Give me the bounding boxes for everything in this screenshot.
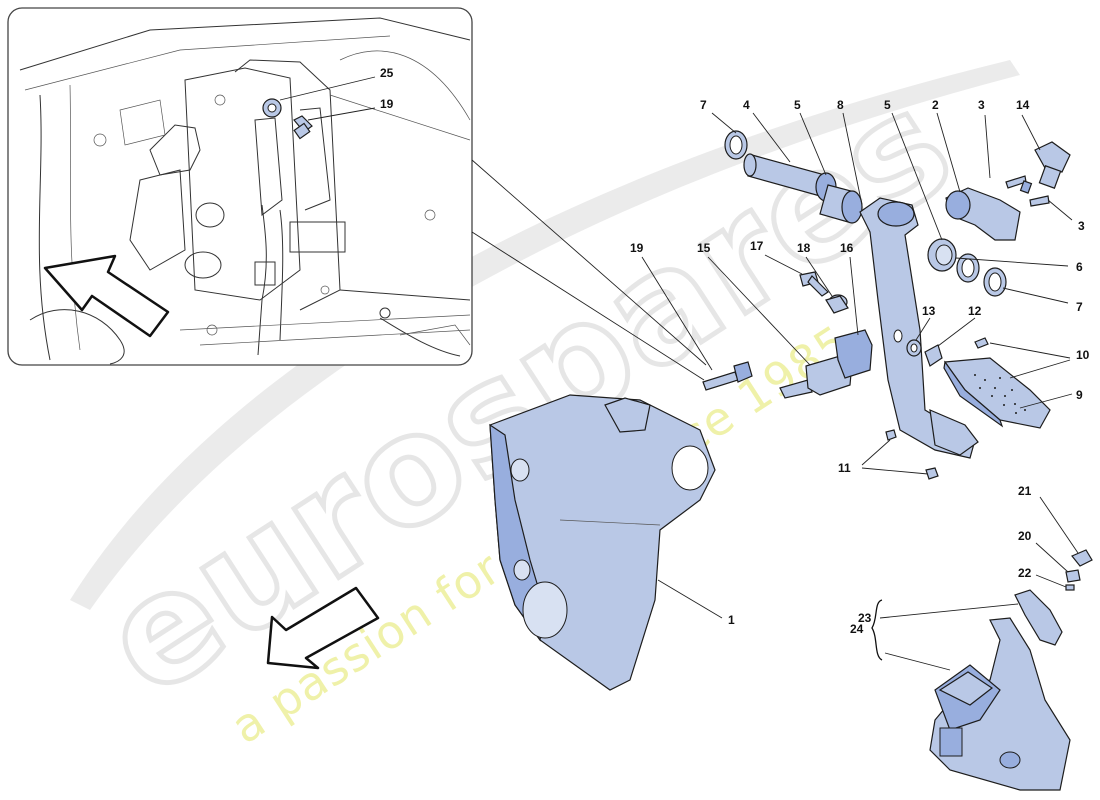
callout-13: 13	[922, 304, 936, 318]
callout-19: 19	[630, 241, 644, 255]
callout-23: 23	[858, 611, 872, 625]
callout-25: 25	[380, 66, 394, 80]
callout-9: 9	[1076, 388, 1083, 402]
callout-24-brace	[871, 599, 883, 661]
callout-18: 18	[797, 241, 811, 255]
callout-17: 17	[750, 239, 764, 253]
callout-7-top: 7	[700, 98, 707, 112]
pivot-shaft-assembly	[724, 130, 1071, 459]
pedal-bracket	[489, 394, 716, 691]
projection-line-lower	[471, 231, 705, 381]
callout-16: 16	[840, 241, 854, 255]
inset-sketch	[19, 17, 471, 365]
callout-21: 21	[1018, 484, 1032, 498]
callout-11: 11	[838, 461, 851, 475]
callout-8: 8	[837, 98, 844, 112]
inset-frame	[7, 7, 473, 366]
complete-pedal-assembly	[929, 549, 1093, 791]
callout-5-left: 5	[794, 98, 801, 112]
callout-20: 20	[1018, 529, 1032, 543]
callout-7-right: 7	[1076, 300, 1083, 314]
callout-24: 24	[850, 622, 864, 636]
callout-22: 22	[1018, 566, 1032, 580]
callout-15: 15	[697, 241, 711, 255]
callout-19-inset: 19	[380, 97, 394, 111]
projection-line-upper	[471, 159, 707, 366]
inset-view: 25 19	[7, 7, 707, 381]
small-parts-left	[702, 271, 873, 399]
callout-14: 14	[1016, 98, 1030, 112]
callout-5-right: 5	[884, 98, 891, 112]
callout-3-right: 3	[1078, 219, 1085, 233]
callout-3-top: 3	[978, 98, 985, 112]
callout-1: 1	[728, 613, 735, 627]
callout-12: 12	[968, 304, 982, 318]
callout-4: 4	[743, 98, 750, 112]
callout-6: 6	[1076, 260, 1083, 274]
inset-direction-arrow-icon	[43, 254, 170, 338]
exploded-direction-arrow-icon	[266, 586, 380, 670]
callout-10: 10	[1076, 348, 1090, 362]
pad-parts	[885, 337, 1051, 480]
callout-2: 2	[932, 98, 939, 112]
